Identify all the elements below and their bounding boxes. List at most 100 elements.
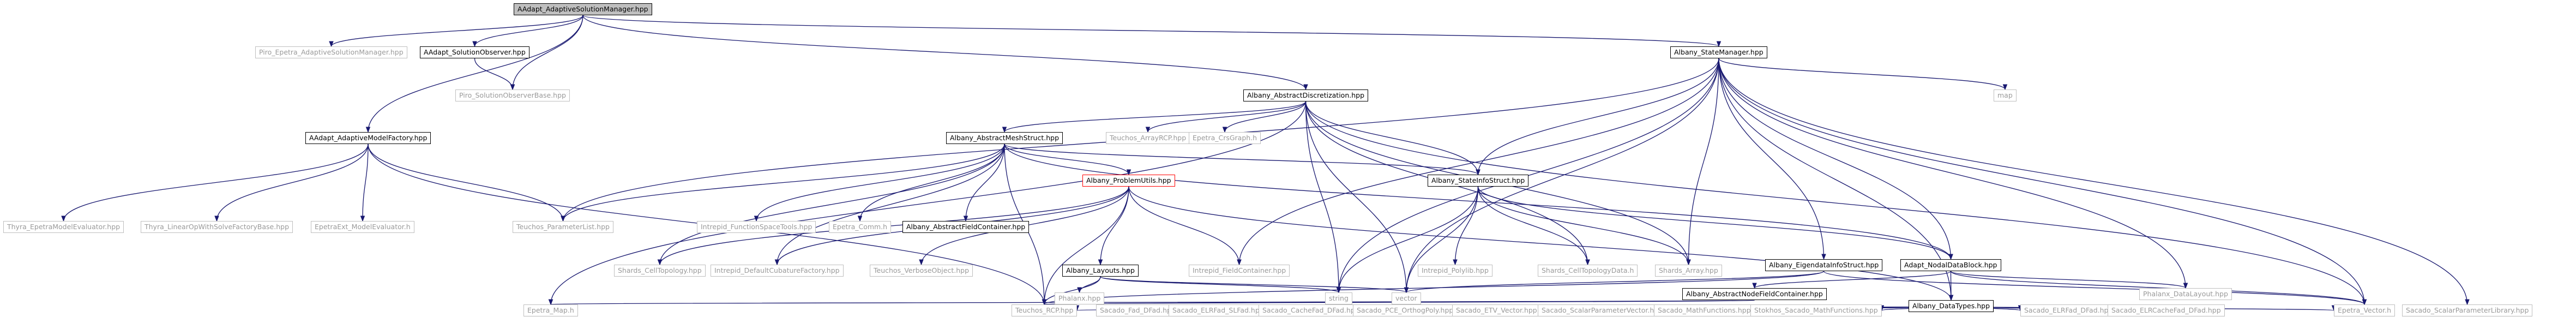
edge-arrowhead [1585,259,1590,266]
edge-arrowhead [1686,259,1691,266]
node-intrepid-functionspacetools: Intrepid_FunctionSpaceTools.hpp [697,221,816,233]
node-sacado-elrcachefad-dfad: Sacado_ELRCacheFad_DFad.hpp [2108,304,2225,316]
edge-abs_disc-to-epetra_vector [1305,101,2365,305]
edge-abs_disc-to-vector [1305,101,1407,293]
node-albany-stateinfostruct[interactable]: Albany_StateInfoStruct.hpp [1428,175,1529,187]
edge-statemgr-to-sacado_scalarparamlib [1718,58,2468,305]
node-sacado-elrfad-slfad: Sacado_ELRFad_SLFad.hpp [1169,304,1268,316]
edge-root-to-piro_epetra [330,15,583,47]
node-adapt-nodaldatablock[interactable]: Adapt_NodalDataBlock.hpp [1900,259,2001,271]
node-aadapt-solutionobserver[interactable]: AAdapt_SolutionObserver.hpp [420,46,529,58]
node-sacado-scalarparametervector: Sacado_ScalarParameterVector.hpp [1538,304,1667,316]
node-teuchos-parameterlist: Teuchos_ParameterList.hpp [513,221,613,233]
edge-arrowhead [1126,169,1131,176]
node-shards-celltopologydata: Shards_CellTopologyData.h [1538,265,1638,277]
edge-abs_disc-to-teuchos_arrayrcp [1147,101,1307,133]
edge-stateinfo-to-shards_array [1477,186,1689,265]
edge-problem_utils-to-datatypes [1128,186,1952,301]
edge-statemgr-to-eigendata [1718,58,1825,260]
node-stokhos-sacado-mathfunctions: Stokhos_Sacado_MathFunctions.hpp [1750,304,1882,316]
node-sacado-pce-orthogpoly: Sacado_PCE_OrthogPoly.hpp [1353,304,1458,316]
edge-arrowhead [510,84,515,91]
node-albany-statemanager[interactable]: Albany_StateManager.hpp [1670,46,1767,58]
edge-arrowhead [360,216,365,222]
node-albany-abstractfieldcontainer[interactable]: Albany_AbstractFieldContainer.hpp [902,221,1030,233]
edge-stateinfo-to-nodaldata [1477,186,1952,260]
edge-arrowhead [857,216,863,222]
node-sacado-fad-dfad: Sacado_Fad_DFad.hpp [1096,304,1179,316]
edge-stateinfo-to-vector [1406,186,1479,293]
edge-abs_mesh-to-shards_celltopology [659,143,1005,265]
edge-problem_utils-to-shards_celltopology [659,186,1129,265]
node-map: map [1994,89,2017,101]
edge-abs_disc-to-epetra_crsgraph [1224,101,1307,133]
node-albany-layouts[interactable]: Albany_Layouts.hpp [1062,265,1139,277]
node-vector: vector [1392,292,1421,304]
edge-arrowhead [963,216,968,222]
node-sacado-cachefad-dfad: Sacado_CacheFad_DFad.hpp [1259,304,1363,316]
node-albany-eigendatainfostruct[interactable]: Albany_EigendataInfoStruct.hpp [1765,259,1883,271]
edge-stateinfo-to-string [1338,186,1479,293]
edge-statemgr-to-string [1338,58,1719,293]
node-teuchos-verboseobject: Teuchos_VerboseObject.hpp [870,265,973,277]
edge-arrowhead [61,216,66,222]
edge-statemgr-to-map [1718,58,2006,90]
edge-abs_mesh-to-teuchos_paramlist [562,143,1005,222]
node-albany-problemutils[interactable]: Albany_ProblemUtils.hpp [1082,175,1175,187]
edge-root-to-piro_observer_base [512,15,583,90]
node-albany-abstractmeshstruct[interactable]: Albany_AbstractMeshStruct.hpp [946,132,1063,144]
node-sacado-etv-vector: Sacado_ETV_Vector.hpp [1452,304,1541,316]
edge-statemgr-to-nodaldata [1718,58,1952,260]
node-aadapt-adaptivemodelfactory[interactable]: AAdapt_AdaptiveModelFactory.hpp [305,132,431,144]
edge-arrowhead [214,216,219,222]
edge-arrowhead [365,127,371,133]
edge-arrowhead [1821,254,1826,260]
edge-arrowhead [1948,254,1953,260]
node-albany-datatypes[interactable]: Albany_DataTypes.hpp [1909,300,1994,312]
node-sacado-scalarparameterlibrary: Sacado_ScalarParameterLibrary.hpp [2402,304,2533,316]
edge-abs_disc-to-abs_mesh [1004,101,1307,133]
node-albany-abstractdiscretization[interactable]: Albany_AbstractDiscretization.hpp [1243,89,1369,101]
node-sacado-elrfad-dfad: Sacado_ELRFad_DFad.hpp [2020,304,2117,316]
edge-arrowhead [2465,299,2470,306]
edge-abs_disc-to-stateinfo [1305,101,1479,175]
edge-arrowhead [1002,127,1007,133]
edge-arrowhead [1404,287,1409,294]
edge-statemgr-to-epetra_vector [1718,58,2365,305]
edge-abs_mesh-to-intrepid_ft [756,143,1005,222]
node-epetra-comm: Epetra_Comm.h [829,221,892,233]
edge-arrowhead [1042,299,1047,306]
edge-arrowhead [1948,295,1954,301]
edge-layouts-to-phalanx [1079,276,1101,293]
node-epetraext-modelevaluator: EpetraExt_ModelEvaluator.h [311,221,414,233]
node-piro-epetra-adaptivesolutionmanager: Piro_Epetra_AdaptiveSolutionManager.hpp [255,46,407,58]
edge-statemgr-to-phalanx_datalayout [1718,58,2186,289]
edge-arrowhead [657,259,663,266]
edge-root-to-model_factory [368,15,583,133]
node-aadapt-adaptivesolutionmanager: AAdapt_AdaptiveSolutionManager.hpp [514,3,652,15]
node-thyra-linearopwithsolvefactorybase: Thyra_LinearOpWithSolveFactoryBase.hpp [141,221,293,233]
edge-arrowhead [1752,283,1757,289]
edge-root-to-aadapt_observer [474,15,583,47]
edge-model_factory-to-thyra_epetra [63,143,369,222]
edge-statemgr-to-stateinfo [1477,58,1719,175]
edge-abs_mesh-to-abs_field_container [965,143,1005,222]
edge-eigendata-to-epetra_vector [1823,271,2365,305]
edge-aadapt_observer-to-piro_observer_base [474,58,513,90]
edge-abs_disc-to-string [1305,101,1339,293]
edge-stateinfo-to-shards_celltopodata [1477,186,1588,265]
edge-arrowhead [2183,283,2188,289]
node-thyra-epetramodelevaluator: Thyra_EpetraModelEvaluator.hpp [3,221,124,233]
node-albany-abstractnodefieldcontainer[interactable]: Albany_AbstractNodeFieldContainer.hpp [1682,288,1827,300]
edge-statemgr-to-shards_array [1688,58,1719,265]
edge-nodaldata-to-phalanx_datalayout [1950,271,2186,289]
edge-abs_mesh-to-nodaldata [1004,143,1952,260]
edge-statemgr-to-vector [1406,58,1719,293]
node-string: string [1325,292,1352,304]
edge-arrowhead [548,299,553,306]
edge-problem_utils-to-teuchos_rcp [1044,186,1129,305]
edge-arrowhead [472,41,477,47]
node-phalanx: Phalanx.hpp [1055,292,1105,304]
edge-layouts-to-teuchos_rcp [1044,276,1101,305]
